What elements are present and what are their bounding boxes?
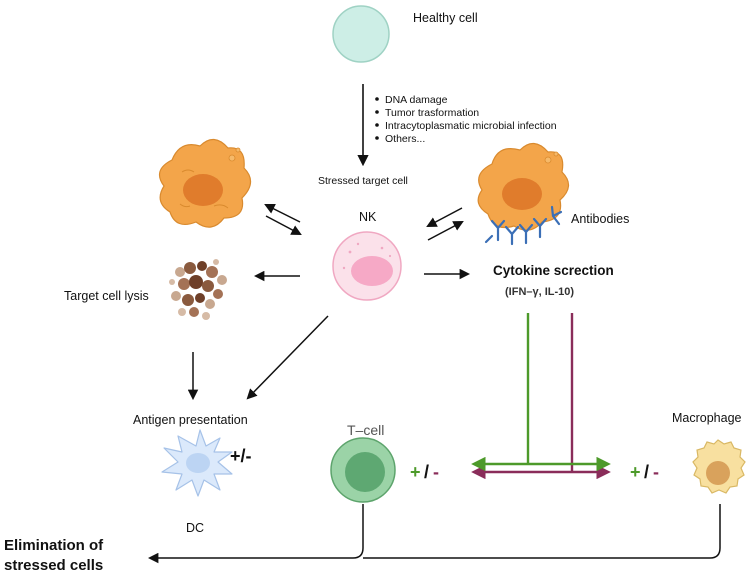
cytokine-title: Cytokine screction — [493, 263, 614, 278]
healthy-cell-icon — [332, 5, 390, 63]
dendritic-cell-icon — [161, 429, 233, 497]
nk-cell-icon — [332, 231, 402, 301]
t-cell-label: T–cell — [347, 422, 384, 438]
stressor-item: Tumor trasformation — [385, 107, 479, 119]
slash-sign: / — [644, 462, 649, 482]
antigen-presentation-label: Antigen presentation — [133, 413, 248, 427]
stressor-item: Others... — [385, 133, 425, 145]
arrow-nk-to-antigen — [246, 315, 329, 400]
healthy-cell-label: Healthy cell — [413, 11, 478, 25]
nk-label: NK — [359, 210, 377, 224]
elimination-label-line2: stressed cells — [4, 557, 103, 574]
target-cell-left-icon — [158, 138, 252, 228]
minus-sign: - — [433, 462, 439, 482]
arrow-nk-to-target-right — [427, 221, 464, 241]
arrow-tcell-to-elimination — [147, 504, 364, 564]
target-cell-lysis-label: Target cell lysis — [64, 289, 149, 303]
line-macrophage-to-elimination — [363, 504, 721, 559]
stressor-list: DNA damage Tumor trasformation Intracyto… — [375, 94, 557, 145]
dc-label: DC — [186, 521, 204, 535]
plus-sign: + — [630, 462, 641, 482]
minus-sign: - — [653, 462, 659, 482]
t-cell-modulation: + / - — [410, 462, 439, 482]
antibodies-label: Antibodies — [571, 212, 629, 226]
macrophage-label: Macrophage — [672, 411, 742, 425]
arrow-nk-to-target-left — [264, 204, 301, 223]
dc-modulation-text: +/- — [230, 446, 252, 466]
plus-sign: + — [410, 462, 421, 482]
slash-sign: / — [424, 462, 429, 482]
stressor-item: Intracytoplasmatic microbial infection — [385, 120, 557, 132]
stressed-target-cell-label: Stressed target cell — [318, 175, 408, 187]
macrophage-modulation: + / - — [630, 462, 659, 482]
arrow-target-right-to-nk — [426, 207, 463, 227]
macrophage-icon — [692, 439, 746, 494]
cell-lysis-icon — [169, 259, 227, 320]
cytokine-subtitle: (IFN–γ, IL-10) — [505, 286, 574, 298]
target-cell-right-icon — [477, 142, 570, 231]
arrow-target-left-to-nk — [265, 215, 302, 235]
antibodies-icon — [484, 205, 563, 246]
t-cell-icon — [330, 437, 396, 503]
stressor-item: DNA damage — [385, 94, 448, 106]
elimination-label-line1: Elimination of — [4, 537, 104, 554]
